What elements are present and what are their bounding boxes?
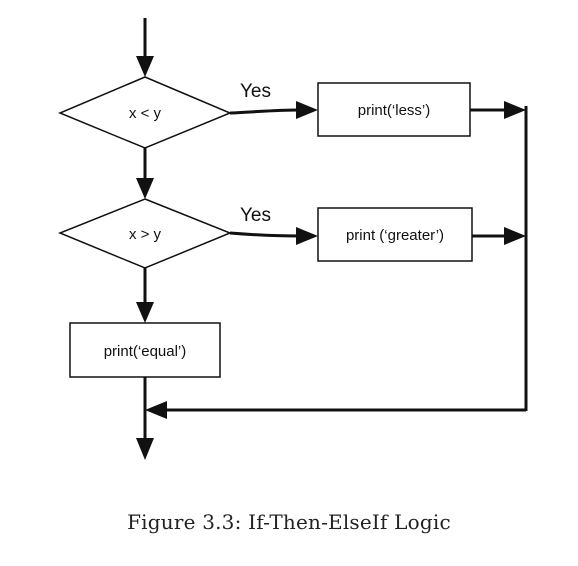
action-print-equal-box xyxy=(69,322,221,378)
yes-arrow-1-line xyxy=(229,108,301,115)
action-print-greater-box xyxy=(317,207,473,262)
exit-arrowhead xyxy=(136,438,154,460)
decision-x-lt-y-label: x < y xyxy=(129,105,162,122)
yes-arrow-2-line xyxy=(229,231,301,238)
no-arrowhead-1 xyxy=(136,178,154,199)
no-arrowhead-2 xyxy=(136,302,154,323)
decision-x-gt-y-label: x > y xyxy=(129,226,162,243)
yes-arrowhead-2 xyxy=(296,227,318,245)
merge-arrowhead xyxy=(145,401,167,419)
action-print-equal-label: print(‘equal’) xyxy=(104,343,187,360)
figure-caption: Figure 3.3: If-Then-ElseIf Logic xyxy=(127,510,451,534)
edge-yes-label-2: Yes xyxy=(240,205,271,226)
greater-out-arrowhead xyxy=(504,227,526,245)
action-print-greater-label: print (‘greater’) xyxy=(346,227,444,244)
decision-x-gt-y-shape xyxy=(58,198,232,269)
less-out-arrowhead xyxy=(504,101,526,119)
action-print-less-box xyxy=(317,82,471,137)
yes-arrowhead-1 xyxy=(296,101,318,119)
entry-arrowhead xyxy=(136,56,154,77)
edge-yes-label-1: Yes xyxy=(240,81,271,102)
decision-x-lt-y-shape xyxy=(58,76,232,149)
action-print-less-label: print(‘less’) xyxy=(358,102,431,119)
flowchart-diagram: x < y x > y print(‘less’) print (‘greate… xyxy=(58,18,528,460)
